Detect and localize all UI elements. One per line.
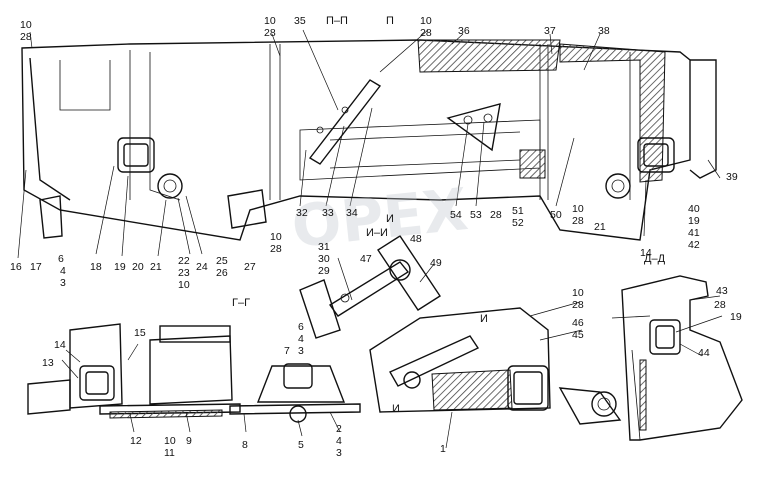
part-label: 28 [264, 27, 276, 39]
part-label: 19 [114, 261, 126, 273]
part-label: 33 [322, 207, 334, 219]
part-label: 43 [716, 285, 728, 297]
part-label: 8 [242, 439, 248, 451]
part-label: 37 [544, 25, 556, 37]
section-g-g [27, 307, 622, 425]
part-label: 22 [178, 255, 190, 267]
part-label: 16 [10, 261, 22, 273]
part-label: 3 [60, 277, 66, 289]
part-label: 28 [20, 31, 32, 43]
part-label: 19 [730, 311, 742, 323]
part-label: 53 [470, 209, 482, 221]
part-label: 28 [714, 299, 726, 311]
part-label: 31 [318, 241, 330, 253]
section-mark-g-g: Г–Г [232, 297, 250, 309]
part-label: 54 [450, 209, 462, 221]
section-d-d [611, 275, 743, 441]
section-mark-i-3: И [392, 403, 400, 415]
part-label: 17 [30, 261, 42, 273]
part-label: 18 [90, 261, 102, 273]
part-label: 28 [572, 299, 584, 311]
part-label: 10 [420, 15, 432, 27]
part-label: 3 [336, 447, 342, 459]
part-label: 20 [132, 261, 144, 273]
part-label: 32 [296, 207, 308, 219]
part-label: 10 [264, 15, 276, 27]
part-label: 24 [196, 261, 208, 273]
part-label: 28 [490, 209, 502, 221]
part-label: 47 [360, 253, 372, 265]
part-label: 12 [130, 435, 142, 447]
part-label: 5 [298, 439, 304, 451]
linkage-detail [299, 235, 441, 339]
section-mark-i-2: И [480, 313, 488, 325]
part-label: 14 [640, 247, 652, 259]
part-label: 13 [42, 357, 54, 369]
watermark-text: OPEX [289, 175, 471, 261]
part-label: 6 [298, 321, 304, 333]
part-label: 41 [688, 227, 700, 239]
part-label: 4 [336, 435, 342, 447]
part-label: 2 [336, 423, 342, 435]
part-label: 39 [726, 171, 738, 183]
part-label: 14 [54, 339, 66, 351]
part-label: 10 [164, 435, 176, 447]
part-label: 49 [430, 257, 442, 269]
part-label: 10 [20, 19, 32, 31]
part-label: 21 [594, 221, 606, 233]
part-label: 9 [186, 435, 192, 447]
part-label: 10 [270, 231, 282, 243]
part-label: 36 [458, 25, 470, 37]
leader-lines [17, 29, 723, 449]
part-label: 10 [572, 287, 584, 299]
part-label: 51 [512, 205, 524, 217]
part-label: 6 [58, 253, 64, 265]
part-label: 29 [318, 265, 330, 277]
part-label: 34 [346, 207, 358, 219]
part-label: 46 [572, 317, 584, 329]
part-label: 30 [318, 253, 330, 265]
part-label: 7 [284, 345, 290, 357]
section-mark-p-p: П–П [326, 15, 348, 27]
part-label: 26 [216, 267, 228, 279]
part-label: 38 [598, 25, 610, 37]
part-label: 4 [298, 333, 304, 345]
part-label: 1 [440, 443, 446, 455]
section-mark-i: И [386, 213, 394, 225]
top-frame-view [21, 39, 717, 241]
part-label: 4 [60, 265, 66, 277]
part-label: 28 [270, 243, 282, 255]
part-label: 23 [178, 267, 190, 279]
part-label: 10 [572, 203, 584, 215]
part-label: 28 [572, 215, 584, 227]
part-label: 27 [244, 261, 256, 273]
part-label: 42 [688, 239, 700, 251]
part-label: 11 [164, 447, 175, 459]
part-label: 48 [410, 233, 422, 245]
part-label: 15 [134, 327, 146, 339]
part-label: 50 [550, 209, 562, 221]
part-label: 19 [688, 215, 700, 227]
part-label: 25 [216, 255, 228, 267]
section-mark-i-i: И–И [366, 227, 388, 239]
section-mark-p: П [386, 15, 394, 27]
part-label: 28 [420, 27, 432, 39]
part-label: 44 [698, 347, 710, 359]
part-label: 52 [512, 217, 524, 229]
part-label: 40 [688, 203, 700, 215]
section-mark-d-d: Д–Д [644, 253, 666, 265]
part-label: 3 [298, 345, 304, 357]
section-marks: П–П П И–И И Г–Г Д–Д И И [232, 15, 666, 415]
part-label: 45 [572, 329, 584, 341]
part-label: 35 [294, 15, 306, 27]
part-label: 10 [178, 279, 190, 291]
part-label: 21 [150, 261, 162, 273]
